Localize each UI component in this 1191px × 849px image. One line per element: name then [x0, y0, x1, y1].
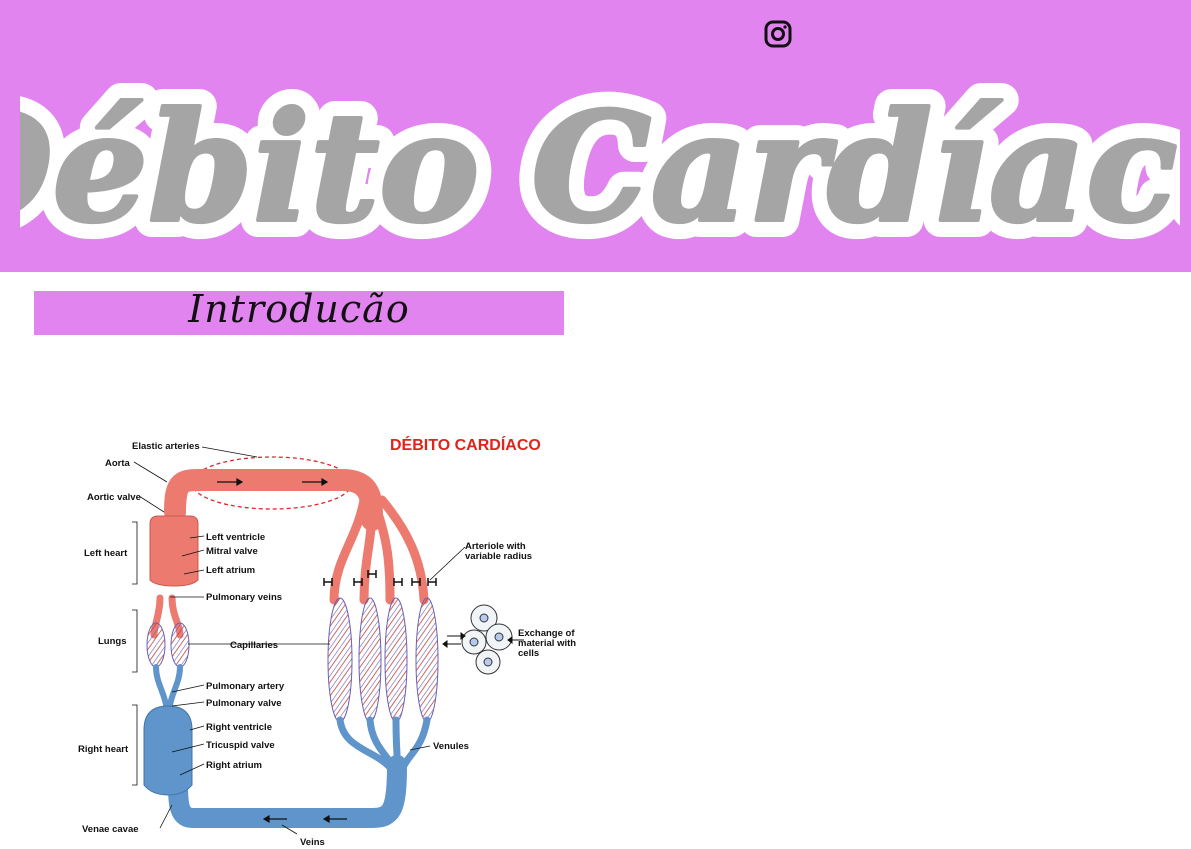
- exchange-arrows: [442, 632, 524, 648]
- circulation-diagram: DÉBITO CARDÍACO: [72, 430, 582, 849]
- page-title: Débito Cardíaco Débito Cardíaco: [20, 60, 1180, 270]
- right-heart: [143, 705, 193, 796]
- label-pulmonary-valve: Pulmonary valve: [206, 698, 282, 709]
- leader-lines: [132, 446, 466, 835]
- left-heart: [149, 515, 199, 587]
- label-tricuspid-valve: Tricuspid valve: [206, 740, 275, 751]
- venous-system: [153, 664, 431, 828]
- lung-capillary-right: [170, 622, 190, 668]
- section-header: Introducão: [34, 287, 564, 335]
- instagram-icon[interactable]: [764, 20, 792, 48]
- label-pulmonary-artery: Pulmonary artery: [206, 681, 285, 692]
- label-exchange-line-3: cells: [518, 648, 539, 659]
- label-left-heart: Left heart: [84, 548, 128, 559]
- tissue-cells: [461, 604, 513, 675]
- label-elastic-arteries: Elastic arteries: [132, 441, 200, 452]
- flow-arrows: [217, 477, 347, 824]
- label-left-atrium: Left atrium: [206, 565, 255, 576]
- label-exchange-line-2: material with: [518, 638, 576, 649]
- label-venae-cavae: Venae cavae: [82, 824, 139, 835]
- arteriole-clamps: [323, 570, 437, 586]
- label-capillaries: Capillaries: [230, 640, 278, 651]
- lung-capillary-left: [146, 622, 166, 668]
- label-lungs: Lungs: [98, 636, 127, 647]
- section-title: Introducão: [188, 287, 410, 331]
- header-banner: Débito Cardíaco Débito Cardíaco: [0, 0, 1191, 272]
- page-title-text: Débito Cardíaco: [20, 80, 1180, 256]
- label-venules: Venules: [433, 741, 469, 752]
- page-title-outline: Débito Cardíaco: [20, 80, 1180, 256]
- label-exchange-line-1: Exchange of: [518, 628, 575, 639]
- systemic-capillary-1: [327, 597, 353, 723]
- systemic-capillary-4: [415, 597, 439, 723]
- label-right-heart: Right heart: [78, 744, 129, 755]
- label-arteriole-line-1: Arteriole with: [465, 541, 526, 552]
- label-arteriole-line-2: variable radius: [465, 551, 532, 562]
- label-aortic-valve: Aortic valve: [87, 492, 141, 503]
- systemic-capillary-2: [358, 597, 382, 723]
- label-veins: Veins: [300, 837, 325, 848]
- label-right-ventricle: Right ventricle: [206, 722, 272, 733]
- label-right-atrium: Right atrium: [206, 760, 262, 771]
- label-pulmonary-veins: Pulmonary veins: [206, 592, 282, 603]
- label-mitral-valve: Mitral valve: [206, 546, 258, 557]
- diagram-title: DÉBITO CARDÍACO: [390, 435, 541, 454]
- label-left-ventricle: Left ventricle: [206, 532, 265, 543]
- label-aorta: Aorta: [105, 458, 131, 469]
- systemic-capillary-3: [384, 597, 408, 723]
